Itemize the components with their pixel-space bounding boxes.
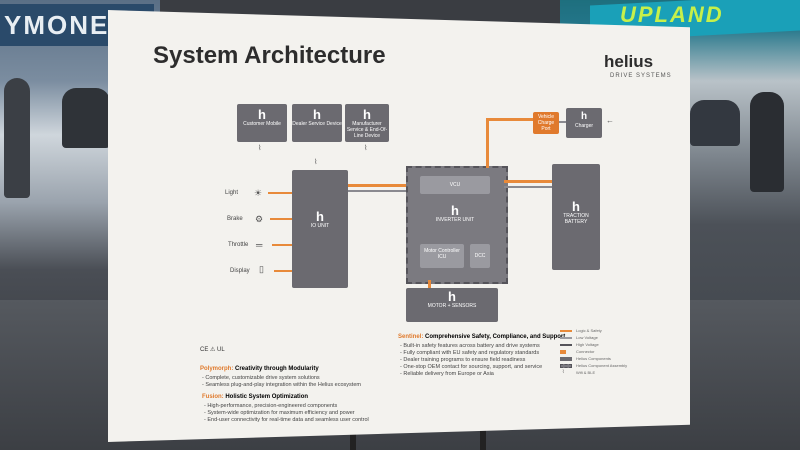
io-to-vcu-lv-line	[348, 190, 408, 192]
fusion-bullet: - System-wide optimization for maximum e…	[204, 410, 355, 416]
port-to-charger-line	[559, 121, 567, 123]
poster-title: System Architecture	[153, 42, 386, 69]
legend-label: Low Voltage	[576, 335, 598, 340]
visitor-left	[4, 78, 30, 198]
legend-swatch	[560, 344, 572, 346]
sentinel-key: Sentinel:	[398, 334, 424, 340]
charge-path-vertical	[486, 118, 489, 168]
inverter-unit-label: INVERTER UNIT	[435, 217, 475, 223]
charger-box: h Charger	[566, 108, 602, 138]
inverter-to-battery-lv-line	[504, 186, 556, 188]
legend: Logic & Safety Low Voltage High Voltage …	[560, 328, 660, 380]
polymorph-title: Creativity through Modularity	[235, 366, 319, 372]
visitor-right	[750, 92, 784, 192]
fusion-title: Holistic System Optimization	[225, 394, 309, 400]
sentinel-bullet: - Fully compliant with EU safety and reg…	[400, 350, 540, 356]
dcc-box: DCC	[470, 244, 490, 268]
sentinel-title: Comprehensive Safety, Compliance, and Su…	[425, 334, 566, 340]
legend-swatch	[560, 350, 566, 354]
legend-swatch	[560, 357, 572, 361]
customer-mobile-box: h Customer Mobile	[237, 104, 287, 142]
connector-display	[274, 270, 292, 272]
io-to-vcu-logic-line	[348, 184, 408, 187]
helius-glyph-icon: h	[258, 107, 266, 122]
vcu-box: VCU	[420, 176, 490, 194]
brake-icon: ⚙	[255, 214, 264, 224]
inverter-to-battery-logic-line	[504, 180, 556, 183]
traction-battery-box: h TRACTION BATTERY	[552, 164, 600, 270]
fusion-bullet: - End-user connectivity for real-time da…	[204, 417, 369, 423]
helius-glyph-icon: h	[580, 111, 588, 122]
inverter-unit-block: h INVERTER UNIT	[420, 200, 490, 240]
sentinel-heading: Sentinel: Comprehensive Safety, Complian…	[398, 334, 565, 340]
display-icon: ▯	[259, 264, 264, 274]
helius-glyph-icon: h	[572, 199, 580, 214]
helius-glyph-icon: h	[448, 289, 456, 304]
charge-path-horizontal	[486, 118, 534, 121]
wifi-icon: ⌇	[364, 145, 368, 152]
manufacturer-service-device-label: Manufacturer Service & End-Of-Line Devic…	[346, 121, 388, 139]
legend-label: High Voltage	[576, 342, 599, 347]
dealer-service-device-box: h Dealer Service Device	[292, 104, 342, 142]
fusion-bullet: - High-performance, precision-engineered…	[204, 403, 338, 409]
legend-label: Connector	[576, 349, 595, 354]
legend-label: Wifi & BLE	[576, 370, 596, 375]
motor-sensors-box: h MOTOR + SENSORS	[406, 288, 498, 322]
sentinel-bullet: - Reliable delivery from Europe or Asia	[400, 371, 494, 377]
legend-label: Helius Component Assembly	[576, 363, 628, 368]
sentinel-bullet: - One-stop OEM contact for sourcing, sup…	[400, 364, 543, 370]
helius-glyph-icon: h	[451, 203, 459, 218]
helius-logo: helius	[604, 52, 654, 71]
input-label-light: Light	[225, 190, 239, 196]
polymorph-bullet: - Seamless plug-and-play integration wit…	[202, 382, 361, 388]
sentinel-bullet: - Dealer training programs to ensure fie…	[400, 357, 526, 363]
dealer-service-device-label: Dealer Service Device	[292, 121, 342, 127]
polymorph-key: Polymorph:	[200, 366, 234, 372]
customer-mobile-label: Customer Mobile	[243, 121, 281, 127]
legend-label: Logic & Safety	[576, 328, 602, 333]
helius-glyph-icon: h	[363, 107, 371, 122]
helius-logo-subtitle: DRIVE SYSTEMS	[610, 73, 672, 79]
input-label-display: Display	[230, 268, 250, 274]
bicycles-left	[62, 88, 110, 148]
motor-controller-box: Motor Controller ICU	[420, 244, 464, 268]
manufacturer-service-device-box: h Manufacturer Service & End-Of-Line Dev…	[345, 104, 389, 142]
polymorph-heading: Polymorph: Creativity through Modularity	[200, 366, 319, 372]
sentinel-bullet: - Built-in safety features across batter…	[400, 343, 540, 349]
plug-icon: ←	[606, 116, 614, 125]
legend-swatch	[560, 330, 572, 332]
io-unit-box: h IO UNIT	[292, 170, 348, 288]
charger-label: Charger	[574, 123, 594, 129]
input-label-throttle: Throttle	[228, 242, 249, 248]
connector-brake	[270, 218, 292, 220]
legend-swatch	[560, 337, 572, 339]
connector-throttle	[272, 244, 292, 246]
helius-glyph-icon: h	[313, 107, 321, 122]
polymorph-bullet: - Complete, customizable drive system so…	[202, 375, 320, 381]
input-label-brake: Brake	[227, 216, 243, 222]
io-unit-label: IO UNIT	[310, 223, 330, 229]
light-icon: ☀	[254, 188, 263, 198]
helius-glyph-icon: h	[316, 209, 324, 224]
inverter-to-motor-line	[428, 280, 431, 290]
certification-marks: CE ⚠ UL	[200, 347, 225, 353]
legend-label: Helius Components	[576, 356, 611, 361]
wifi-icon: ⌇	[562, 369, 565, 375]
fusion-heading: Fusion: Holistic System Optimization	[202, 394, 308, 400]
connector-light	[268, 192, 292, 194]
wifi-icon: ⌇	[314, 159, 318, 166]
wifi-icon: ⌇	[258, 145, 262, 152]
right-booth-banner-text: UPLAND	[620, 2, 724, 27]
vehicle-charge-port-box: Vehicle Charge Port	[533, 112, 559, 134]
traction-battery-label: TRACTION BATTERY	[563, 213, 589, 225]
fusion-key: Fusion:	[202, 394, 224, 400]
motor-sensors-label: MOTOR + SENSORS	[427, 303, 477, 309]
throttle-icon: ═	[256, 240, 263, 250]
bicycles-right	[690, 100, 740, 146]
legend-swatch	[560, 364, 572, 368]
